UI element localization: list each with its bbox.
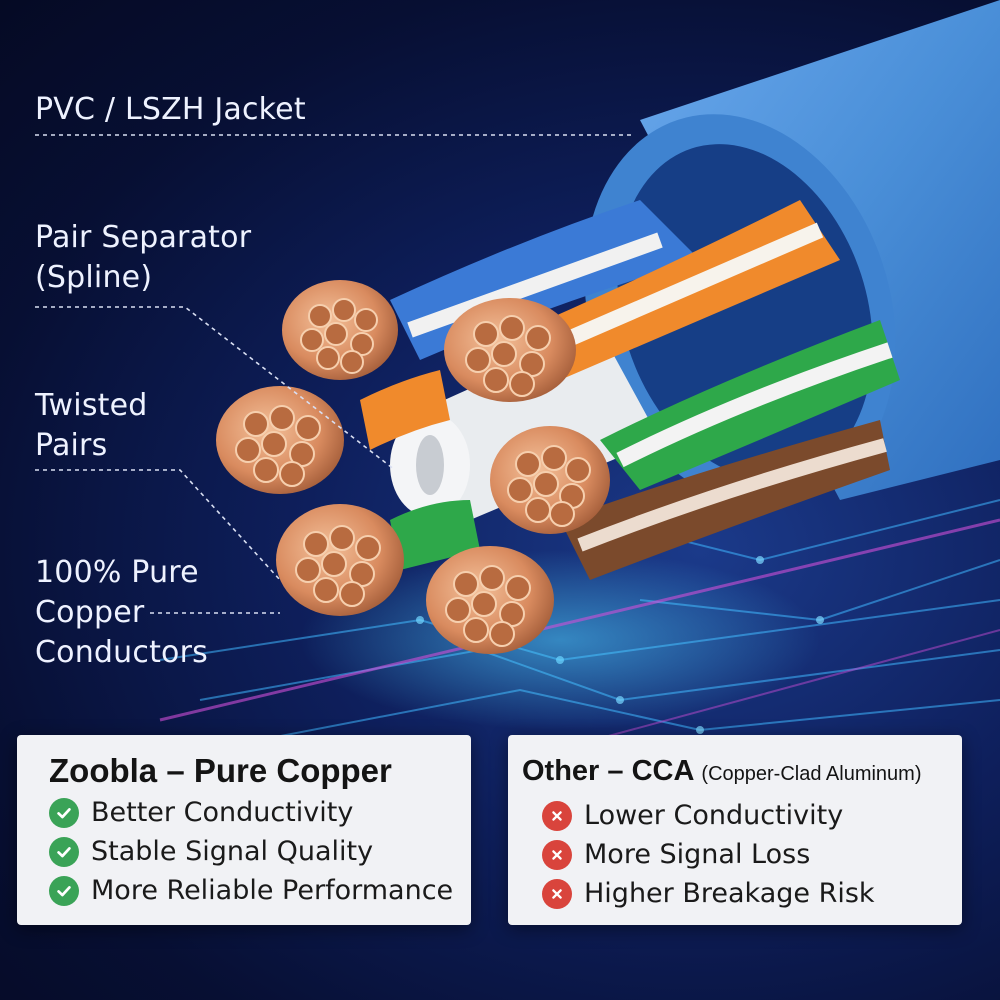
list-item-label: Higher Breakage Risk (584, 878, 875, 909)
x-circle-icon (542, 878, 572, 909)
check-circle-icon (49, 797, 79, 828)
pairs-label-line1: Twisted (35, 388, 148, 423)
jacket-label: PVC / LSZH Jacket (35, 92, 306, 127)
x-circle-icon (542, 800, 572, 831)
x-circle-icon (542, 839, 572, 870)
list-item-label: Stable Signal Quality (91, 836, 374, 867)
cca-title-main: Other – CCA (522, 755, 694, 787)
list-item: Lower Conductivity (522, 796, 962, 835)
pure-copper-title: Zoobla – Pure Copper (49, 752, 392, 789)
check-circle-icon (49, 836, 79, 867)
list-item-label: Better Conductivity (91, 797, 354, 828)
leader-lines (35, 134, 635, 614)
list-item: More Reliable Performance (49, 871, 471, 910)
check-circle-icon (49, 875, 79, 906)
copper-label-line2: Copper (35, 595, 145, 630)
separator-label-line1: Pair Separator (35, 220, 252, 255)
pairs-label-line2: Pairs (35, 428, 108, 463)
list-item: Higher Breakage Risk (522, 874, 962, 913)
copper-label-line3: Conductors (35, 635, 208, 670)
pair-separator-spline (390, 330, 660, 520)
cca-card: Other – CCA (Copper-Clad Aluminum) Lower… (508, 735, 962, 925)
copper-conductors (216, 280, 610, 654)
list-item: More Signal Loss (522, 835, 962, 874)
cca-title-note: (Copper-Clad Aluminum) (701, 763, 922, 785)
list-item-label: Lower Conductivity (584, 800, 844, 831)
list-item: Better Conductivity (49, 793, 471, 832)
separator-label-line2: (Spline) (35, 260, 153, 295)
list-item-label: More Signal Loss (584, 839, 811, 870)
copper-label-line1: 100% Pure (35, 555, 199, 590)
list-item: Stable Signal Quality (49, 832, 471, 871)
cca-title: Other – CCA (Copper-Clad Aluminum) (522, 749, 962, 796)
list-item-label: More Reliable Performance (91, 875, 454, 906)
pure-copper-card: Zoobla – Pure Copper Better Conductivity… (17, 735, 471, 925)
